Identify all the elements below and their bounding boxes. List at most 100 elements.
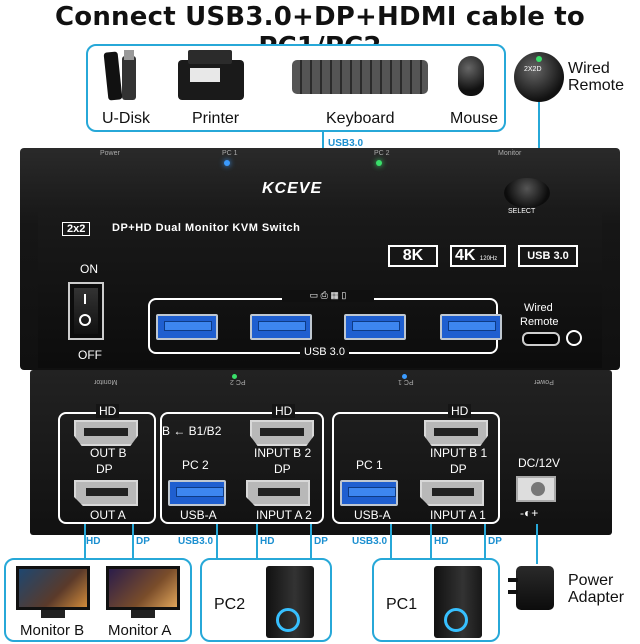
pc2-box: PC2 — [200, 558, 332, 642]
cable-pc2-dp — [310, 524, 312, 558]
wired-remote-front-1: Wired — [524, 302, 553, 314]
model-title: DP+HD Dual Monitor KVM Switch — [112, 222, 301, 234]
kvm-front-face — [38, 210, 602, 368]
back-led-1 — [402, 374, 407, 379]
monitors-box: Monitor B Monitor A — [4, 558, 192, 642]
cable-dp-pc1: DP — [488, 536, 502, 547]
pc1-group — [332, 412, 500, 524]
wired-remote-icon: 2X2D — [514, 52, 564, 102]
out-b-label: OUT B — [90, 446, 127, 460]
power-adapter-line2: Adapter — [568, 589, 625, 606]
b-select-label: B ← B1/B2 — [162, 424, 222, 438]
monitor-b-stand — [41, 610, 65, 618]
power-cable — [536, 524, 538, 564]
out-a-dp-port[interactable] — [74, 480, 138, 506]
remote-label-line2: Remote — [568, 77, 625, 94]
pc1-box: PC1 — [372, 558, 500, 642]
cable-usb-pc1: USB3.0 — [352, 536, 388, 547]
pc1-usb-label: USB-A — [354, 508, 391, 522]
pc2-tower-icon — [266, 566, 314, 638]
front-label-pc2: PC 2 — [374, 150, 390, 157]
off-label: OFF — [78, 348, 102, 362]
input-a2-label: INPUT A 2 — [256, 508, 312, 522]
pc1-usb-port[interactable] — [340, 480, 398, 506]
cable-pc2-usb — [216, 524, 218, 558]
power-adapter-icon — [508, 566, 554, 610]
out-b-hdmi-port[interactable] — [74, 420, 138, 446]
input-b2-hdmi-port[interactable] — [250, 420, 314, 446]
cable-dp-monitor: DP — [136, 536, 150, 547]
wired-remote-front-2: Remote — [520, 316, 559, 328]
pc1-label: PC 1 — [356, 458, 383, 472]
front-usb-port-3[interactable] — [344, 314, 406, 340]
pc2-hd-label: HD — [272, 404, 296, 418]
front-label-power: Power — [100, 150, 120, 157]
remote-label-line1: Wired — [568, 60, 610, 77]
input-b1-hdmi-port[interactable] — [424, 420, 488, 446]
pc2-usb-label: USB-A — [180, 508, 217, 522]
udisk-icon — [103, 50, 140, 102]
badge-4k: 4K 120Hz — [450, 245, 506, 267]
front-usb-port-4[interactable] — [440, 314, 502, 340]
cable-pc1-usb — [390, 524, 392, 558]
out-a-label: OUT A — [90, 508, 126, 522]
usb-ports-label: USB 3.0 — [300, 346, 349, 358]
cable-hd-pc2: HD — [260, 536, 275, 547]
monitor-a-icon — [106, 566, 180, 610]
monitor-b-icon — [16, 566, 90, 610]
front-usb-port-1[interactable] — [156, 314, 218, 340]
brand-logo: KCEVE — [262, 180, 323, 197]
input-b1-label: INPUT B 1 — [430, 446, 488, 460]
cable-pc1-dp — [484, 524, 486, 558]
select-label: SELECT — [508, 208, 536, 215]
monitor-a-stand — [131, 610, 155, 618]
pc2-usb-port[interactable] — [168, 480, 226, 506]
pc2-label: PC 2 — [182, 458, 209, 472]
back-led-2 — [232, 374, 237, 379]
keyboard-icon — [292, 60, 428, 94]
cable-pc2-hd — [256, 524, 258, 558]
mouse-label: Mouse — [450, 110, 499, 127]
monitor-b-label: Monitor B — [20, 622, 85, 639]
input-a1-dp-port[interactable] — [420, 480, 484, 506]
out-hd-label: HD — [96, 404, 120, 418]
udisk-label: U-Disk — [102, 110, 150, 127]
model-badge: 2x2 — [62, 222, 91, 236]
keyboard-label: Keyboard — [326, 110, 395, 127]
pc1-dp-label: DP — [450, 462, 467, 476]
out-dp-label: DP — [96, 462, 113, 476]
remote-port-icon — [566, 330, 582, 346]
cable-usb-pc2: USB3.0 — [178, 536, 214, 547]
badge-usb3: USB 3.0 — [518, 245, 578, 267]
pc1-tower-icon — [434, 566, 482, 638]
front-label-pc1: PC 1 — [222, 150, 238, 157]
pc2-led — [376, 160, 382, 166]
front-usb-port-2[interactable] — [250, 314, 312, 340]
kvm-back-unit — [30, 370, 612, 535]
cable-monitor-b — [84, 524, 86, 558]
cable-hd-pc1: HD — [434, 536, 449, 547]
back-label-power: Power — [534, 378, 554, 385]
select-button[interactable] — [504, 178, 550, 208]
cable-monitor-a — [132, 524, 134, 558]
badge-4k-text: 4K — [455, 247, 476, 264]
input-a1-label: INPUT A 1 — [430, 508, 486, 522]
pc1-bottom-label: PC1 — [386, 596, 418, 613]
usb-peripheral-icons: ▭ ⎙ ▦ ▯ — [282, 290, 374, 302]
dc-jack[interactable] — [516, 476, 556, 502]
power-switch[interactable] — [68, 282, 104, 340]
dc-label: DC/12V — [518, 456, 561, 470]
dc-polarity-icon: -◐+ — [520, 506, 539, 520]
input-a2-dp-port[interactable] — [246, 480, 310, 506]
cable-pc1-hd — [430, 524, 432, 558]
pc2-dp-label: DP — [274, 462, 291, 476]
back-label-pc2: PC 2 — [230, 378, 246, 385]
remote-badge: 2X2D — [524, 66, 542, 73]
pc1-hd-label: HD — [448, 404, 472, 418]
monitor-a-label: Monitor A — [108, 622, 172, 639]
badge-8k: 8K — [388, 245, 438, 267]
remote-port[interactable] — [522, 332, 560, 346]
cable-hd-monitor: HD — [86, 536, 101, 547]
on-label: ON — [80, 262, 98, 276]
pc2-group — [160, 412, 324, 524]
